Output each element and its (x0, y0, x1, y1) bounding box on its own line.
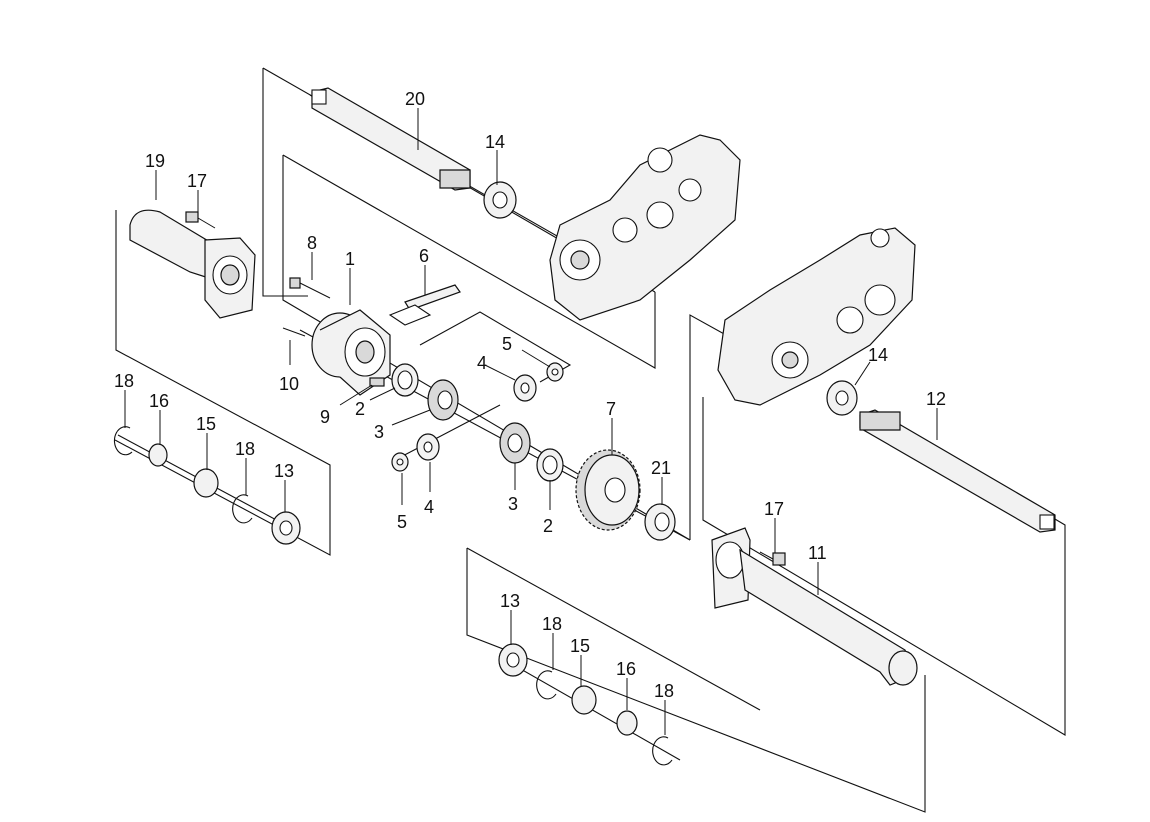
callout-18-c: 18 (542, 614, 562, 634)
part-18-circlip-a (113, 426, 133, 456)
part-5-washer-upper (546, 362, 564, 382)
callout-15-a: 15 (196, 414, 216, 434)
part-15-seal-b (571, 685, 597, 715)
part-11-axle-tube (711, 527, 918, 686)
part-17-bolt-left (185, 211, 216, 229)
callout-9: 9 (320, 407, 330, 427)
callout-18-a: 18 (114, 371, 134, 391)
leader-lines (124, 108, 938, 735)
part-12-shaft (859, 409, 1056, 533)
callout-1: 1 (345, 249, 355, 269)
part-4-pinion-lower (416, 433, 440, 461)
frame-bottom-seals (466, 548, 926, 813)
part-2-washer-upper (391, 363, 419, 397)
part-1-diff-case (311, 309, 391, 396)
part-4-pinion-upper (513, 374, 537, 402)
frame-left-housing (114, 210, 331, 556)
callout-10: 10 (279, 374, 299, 394)
callout-16-b: 16 (616, 659, 636, 679)
part-21-bushing (644, 503, 676, 541)
callout-17-left: 17 (187, 171, 207, 191)
callout-12: 12 (926, 389, 946, 409)
callout-8: 8 (307, 233, 317, 253)
part-16-washer-b (616, 710, 638, 736)
part-19-housing-tube (129, 209, 256, 319)
callout-19: 19 (145, 151, 165, 171)
callout-4-lower: 4 (424, 497, 434, 517)
callout-2-lower: 2 (543, 516, 553, 536)
callout-14-upper: 14 (485, 132, 505, 152)
part-18-circlip-c (536, 670, 557, 700)
callout-16-a: 16 (149, 391, 169, 411)
gearbox-housing-upper (549, 134, 741, 321)
callout-15-b: 15 (570, 636, 590, 656)
callout-2-upper: 2 (355, 399, 365, 419)
callout-13-a: 13 (274, 461, 294, 481)
part-3-gear-lower (499, 422, 531, 464)
part-6-cross-shaft (388, 284, 461, 326)
callout-5-lower: 5 (397, 512, 407, 532)
callout-20: 20 (405, 89, 425, 109)
part-2-washer-lower (536, 448, 564, 482)
frame-bottom-top (466, 547, 761, 711)
callout-14-lower: 14 (868, 345, 888, 365)
callout-5-upper: 5 (502, 334, 512, 354)
callout-4-upper: 4 (477, 353, 487, 373)
part-18-circlip-b (232, 494, 253, 524)
part-7-ring-gear (575, 449, 641, 531)
callout-7: 7 (606, 399, 616, 419)
part-15-seal-a (193, 468, 219, 498)
callout-labels: 20 14 19 17 8 1 6 10 9 2 3 5 4 7 4 5 3 2… (114, 89, 946, 701)
bottom-seal-stack (498, 643, 673, 766)
part-8-bolt (289, 277, 331, 299)
frame-right-gear (689, 314, 736, 540)
callout-21: 21 (651, 458, 671, 478)
callout-3-upper: 3 (374, 422, 384, 442)
callout-3-lower: 3 (508, 494, 518, 514)
axis-lower-washers (394, 404, 501, 461)
callout-17-right: 17 (764, 499, 784, 519)
part-3-gear-upper (427, 379, 459, 421)
part-5-washer-lower (391, 452, 409, 472)
frame-upper-shaft (262, 68, 308, 297)
callout-6: 6 (419, 246, 429, 266)
part-9-pin (369, 377, 385, 387)
callout-11: 11 (808, 543, 827, 563)
part-14-bearing-upper (483, 181, 517, 219)
callout-18-b: 18 (235, 439, 255, 459)
part-14-bearing-lower (826, 380, 858, 416)
part-17-bolt-right (759, 551, 786, 566)
part-10-pin (282, 327, 306, 337)
callout-18-d: 18 (654, 681, 674, 701)
callout-13-b: 13 (500, 591, 520, 611)
frame-center-top (282, 154, 656, 369)
gearbox-housing-lower (717, 227, 916, 406)
part-16-washer-a (148, 443, 168, 467)
part-18-circlip-d (652, 736, 673, 766)
part-20-shaft (311, 87, 471, 191)
left-seal-stack (113, 426, 301, 545)
